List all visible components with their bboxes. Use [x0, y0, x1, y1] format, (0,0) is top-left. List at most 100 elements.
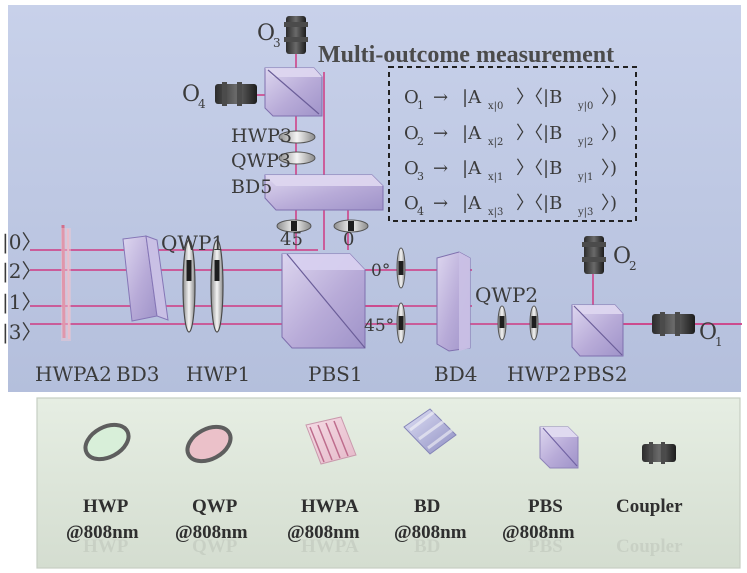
- coupler-o1: [652, 312, 695, 336]
- legend-pbs: PBS @808nm PBS: [502, 426, 579, 557]
- input-state-1: |1〉: [2, 290, 41, 315]
- label-angle-0-top: 0: [343, 229, 354, 250]
- pbs2-component: [571, 304, 624, 357]
- legend-hwp: HWP @808nm HWP: [66, 422, 139, 557]
- label-o4-main: O: [182, 82, 200, 107]
- legend-hwp-name: HWP: [83, 496, 129, 517]
- eq4-left-sub: 4: [417, 205, 424, 218]
- equation-row-2: O 2 → |A x|2 〉〈|B y|2 〉): [404, 123, 617, 148]
- qwp1-waveplate: [182, 239, 196, 333]
- eq1-left-sub: 1: [417, 99, 424, 112]
- label-angle-45-top: 45: [280, 229, 303, 250]
- label-o2-sub: 2: [629, 259, 637, 273]
- eq2-ket-a: |A: [462, 123, 482, 144]
- label-hwp3: HWP3: [231, 125, 292, 147]
- legend-coupler: Coupler Coupler: [616, 442, 683, 557]
- eq1-right: 〉): [601, 87, 617, 108]
- legend-hwpa-reflection: HWPA: [301, 536, 359, 557]
- eq1-sub-a: x|0: [488, 101, 503, 112]
- eq3-right: 〉): [601, 158, 617, 179]
- equation-row-4: O 4 → |A x|3 〉〈|B y|3 〉): [404, 193, 617, 218]
- label-hwp2: HWP2: [507, 362, 571, 386]
- eq3-sub-b: y|1: [577, 172, 593, 183]
- label-hwpa2: HWPA2: [35, 362, 112, 386]
- coupler-o2: [582, 236, 606, 274]
- angle-plate-0-mid: [396, 247, 406, 289]
- label-pbs2: PBS2: [573, 362, 628, 386]
- legend-pbs-reflection: PBS: [528, 536, 563, 557]
- label-hwp1: HWP1: [186, 362, 250, 386]
- legend-hwpa: HWPA @808nm HWPA: [287, 416, 360, 557]
- legend-bd-name: BD: [414, 496, 440, 517]
- coupler-o3: [284, 16, 308, 54]
- legend-bd-reflection: BD: [414, 536, 440, 557]
- input-state-0: |0〉: [2, 230, 41, 255]
- top-pbs-component: [264, 67, 323, 117]
- equation-row-3: O 3 → |A x|1 〉〈|B y|1 〉): [404, 158, 617, 183]
- legend-hwpa-name: HWPA: [301, 496, 359, 517]
- equation-row-1: O 1 → |A x|0 〉〈|B y|0 〉): [404, 87, 617, 112]
- angle-plate-45-mid: [396, 302, 406, 344]
- eq3-ket-a: |A: [462, 158, 482, 179]
- eq2-right: 〉): [601, 123, 617, 144]
- eq4-arrow: →: [433, 193, 448, 214]
- legend-pbs-name: PBS: [528, 496, 563, 517]
- eq4-sub-a: x|3: [488, 207, 503, 218]
- legend-qwp-reflection: QWP: [192, 536, 238, 557]
- eq3-mid: 〉〈|B: [516, 158, 562, 179]
- eq1-ket-a: |A: [462, 87, 482, 108]
- hwp3-waveplate: [278, 130, 316, 144]
- label-qwp1: QWP1: [161, 231, 224, 255]
- qwp3-waveplate: [278, 151, 316, 165]
- hwp1-waveplate: [210, 239, 224, 333]
- label-qwp2: QWP2: [475, 283, 538, 307]
- label-angle-0-mid: 0°: [371, 261, 390, 281]
- label-o2-main: O: [613, 244, 631, 269]
- eq1-mid: 〉〈|B: [516, 87, 562, 108]
- label-o1-main: O: [699, 320, 717, 345]
- equation-box: [388, 66, 637, 222]
- legend-coupler-name: Coupler: [616, 496, 683, 517]
- legend-coupler-reflection: Coupler: [616, 536, 683, 557]
- label-pbs1: PBS1: [308, 362, 363, 386]
- input-state-3: |3〉: [2, 320, 41, 345]
- legend-pbs-spec: @808nm: [502, 522, 575, 543]
- label-o4-sub: 4: [198, 97, 206, 111]
- legend-bd: BD @808nm BD: [394, 408, 467, 557]
- eq4-ket-a: |A: [462, 193, 482, 214]
- angle-plate-0-top: [333, 219, 369, 233]
- legend-qwp: QWP @808nm QWP: [175, 424, 248, 557]
- bd5-component: [264, 174, 384, 211]
- legend-hwpa-spec: @808nm: [287, 522, 360, 543]
- output-label-o3: O 3: [257, 21, 281, 50]
- label-o3-sub: 3: [273, 36, 281, 50]
- eq4-right: 〉): [601, 193, 617, 214]
- label-o3-main: O: [257, 21, 275, 46]
- eq2-left: O: [404, 123, 419, 144]
- label-o1-sub: 1: [715, 335, 723, 349]
- legend-qwp-spec: @808nm: [175, 522, 248, 543]
- eq1-arrow: →: [433, 87, 448, 108]
- bd3-component: [122, 235, 169, 322]
- eq4-sub-b: y|3: [577, 207, 593, 218]
- bd4-component: [436, 251, 471, 352]
- eq1-sub-b: y|0: [577, 101, 593, 112]
- eq4-mid: 〉〈|B: [516, 193, 562, 214]
- legend-hwp-reflection: HWP: [83, 536, 129, 557]
- title-text: Multi-outcome measurement: [318, 42, 614, 68]
- input-state-2: |2〉: [2, 259, 41, 284]
- eq2-arrow: →: [433, 123, 448, 144]
- label-bd4: BD4: [434, 362, 477, 386]
- legend-panel: [36, 397, 741, 569]
- eq2-left-sub: 2: [417, 135, 424, 148]
- eq3-arrow: →: [433, 158, 448, 179]
- label-qwp3: QWP3: [231, 150, 291, 172]
- label-angle-45-mid: 45°: [364, 316, 394, 336]
- eq3-sub-a: x|1: [488, 172, 503, 183]
- eq3-left: O: [404, 158, 419, 179]
- output-label-o2: O 2: [613, 244, 637, 273]
- eq3-left-sub: 3: [417, 170, 424, 183]
- eq2-mid: 〉〈|B: [516, 123, 562, 144]
